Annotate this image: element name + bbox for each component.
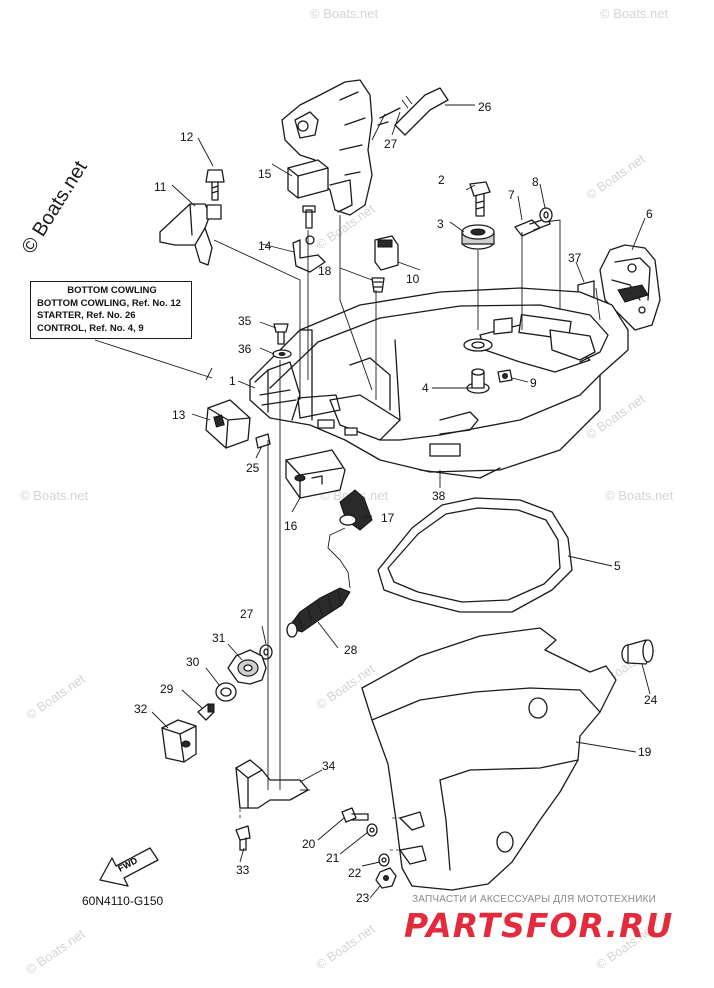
callout-12: 12 <box>180 130 194 144</box>
watermark-logo-text: © Boats.net <box>18 157 92 258</box>
callout-19: 19 <box>638 745 652 759</box>
callout-35: 35 <box>238 314 252 328</box>
part-34-bracket <box>235 759 309 809</box>
part-35-screw <box>273 323 289 345</box>
callout-11: 11 <box>154 180 167 194</box>
part-30-ring <box>215 682 237 702</box>
note-title: BOTTOM COWLING <box>67 285 157 296</box>
callout-36: 36 <box>238 342 252 356</box>
store-tagline: ЗАПЧАСТИ И АКСЕССУАРЫ ДЛЯ МОТОТЕХНИКИ <box>412 894 657 905</box>
watermark-text: © Boats.net <box>310 6 379 21</box>
part-17-fitting <box>339 489 373 531</box>
callout-25: 25 <box>246 461 260 475</box>
callout-20: 20 <box>302 837 316 851</box>
leader-lines <box>94 104 651 899</box>
callout-2: 2 <box>438 173 445 187</box>
part-36-washer <box>272 349 292 359</box>
watermark-text: © Boats.net <box>23 671 88 723</box>
callout-27-upper: 27 <box>384 137 398 151</box>
part-16-grommet <box>285 449 346 499</box>
callout-24: 24 <box>644 693 658 707</box>
fwd-arrow-icon: FWD <box>99 847 159 887</box>
callout-1: 1 <box>229 374 236 388</box>
callout-9: 9 <box>530 376 537 390</box>
part-3-grommet <box>461 224 495 250</box>
callout-7: 7 <box>508 188 515 202</box>
callout-37: 37 <box>568 251 582 265</box>
part-5-seal <box>377 497 573 613</box>
diagram-code: 60N4110-G150 <box>82 894 164 908</box>
part-24-grommet <box>621 639 654 665</box>
callout-16: 16 <box>284 519 298 533</box>
callout-26: 26 <box>478 100 492 114</box>
part-33-screw <box>235 825 251 851</box>
part-10-grommet <box>374 235 399 271</box>
callout-numbers: 10 12 11 15 14 18 26 27 2 3 7 8 6 37 35 … <box>134 100 658 905</box>
callout-18: 18 <box>318 264 332 278</box>
callout-17: 17 <box>381 511 395 525</box>
callout-15: 15 <box>258 167 272 181</box>
bottom-cowling-note-box: BOTTOM COWLING BOTTOM COWLING, Ref. No. … <box>30 281 192 339</box>
callout-27-lower: 27 <box>240 607 254 621</box>
part-27-clip <box>259 644 273 660</box>
callout-22: 22 <box>348 866 362 880</box>
callout-33: 33 <box>236 863 250 877</box>
part-28-cable <box>286 527 351 638</box>
callout-23: 23 <box>356 891 370 905</box>
callout-29: 29 <box>160 682 174 696</box>
watermark-text: © Boats.net <box>605 488 674 503</box>
callout-10: 10 <box>406 272 420 286</box>
part-18-screw <box>371 277 385 293</box>
part-2-bolt <box>469 181 491 217</box>
part-8-washer <box>539 207 553 223</box>
part-14-bracket <box>292 205 326 273</box>
watermark-text: © Boats.net <box>583 151 648 203</box>
callout-6: 6 <box>646 207 653 221</box>
part-15-clip <box>287 159 329 199</box>
callout-28: 28 <box>344 643 358 657</box>
callout-3: 3 <box>437 217 444 231</box>
note-line: CONTROL, Ref. No. 4, 9 <box>37 322 144 334</box>
watermark-text: © Boats.net <box>313 921 378 973</box>
part-31-knob <box>227 649 267 685</box>
part-22-washer <box>378 853 390 867</box>
callout-4: 4 <box>422 381 429 395</box>
part-12-bolt <box>205 169 225 201</box>
callout-38: 38 <box>432 489 446 503</box>
callout-21: 21 <box>326 851 340 865</box>
callout-32: 32 <box>134 702 148 716</box>
store-logo[interactable]: PARTSFOR.RU <box>404 906 674 945</box>
part-23-nut <box>375 867 397 889</box>
part-19-apron <box>361 627 617 891</box>
watermark-text: © Boats.net <box>600 6 669 21</box>
part-25-plate <box>255 433 271 449</box>
note-line: STARTER, Ref. No. 26 <box>37 310 136 321</box>
callout-5: 5 <box>614 559 621 573</box>
part-1-bottom-cowling <box>249 287 629 479</box>
callout-34: 34 <box>322 759 336 773</box>
part-29-screw <box>197 703 215 721</box>
watermark-text: © Boats.net <box>23 926 88 978</box>
callout-8: 8 <box>532 175 539 189</box>
callout-31: 31 <box>212 631 226 645</box>
part-21-washer <box>366 823 378 837</box>
part-32-mount <box>161 719 197 763</box>
part-11-bracket <box>159 203 222 266</box>
part-9-nut <box>497 369 513 383</box>
watermark-text: © Boats.net <box>20 488 89 503</box>
note-line: BOTTOM COWLING, Ref. No. 12 <box>37 297 181 309</box>
watermark-layer: © Boats.net © Boats.net © Boats.net © Bo… <box>20 6 674 977</box>
callout-30: 30 <box>186 655 200 669</box>
part-13-grommet <box>205 399 251 449</box>
part-20-screw <box>341 807 369 823</box>
callout-14: 14 <box>258 239 272 253</box>
part-4-stud <box>466 368 490 394</box>
callout-13: 13 <box>172 408 186 422</box>
